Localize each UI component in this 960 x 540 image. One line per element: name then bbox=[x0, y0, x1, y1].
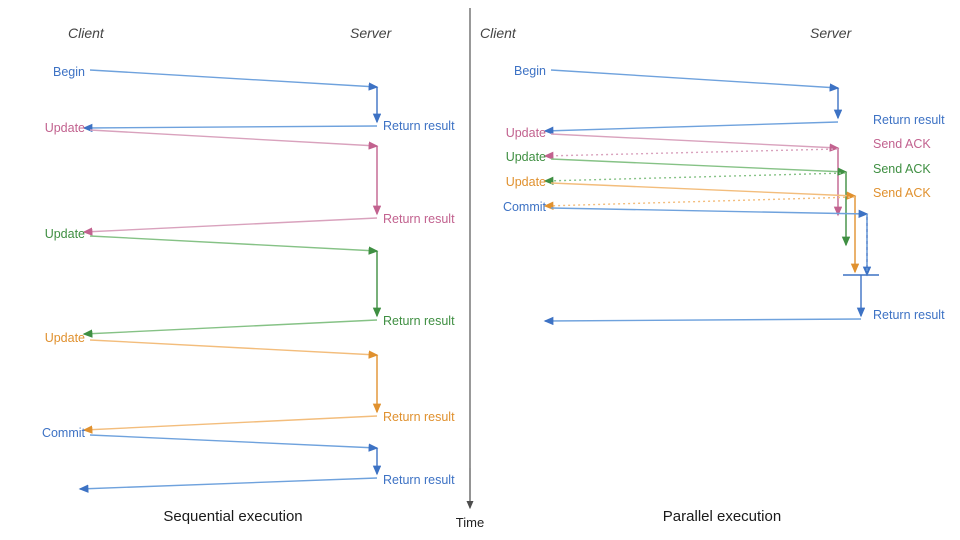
parallel-client-label-update-1: Update bbox=[506, 126, 546, 140]
response-arrow-sequential-blue-4 bbox=[78, 477, 378, 493]
parallel-server-label-return-result-4: Return result bbox=[873, 308, 945, 322]
sequential-server-label-return-result-3: Return result bbox=[383, 410, 455, 424]
request-arrow-sequential-green-2 bbox=[89, 235, 379, 255]
sequential-client-label-update-2: Update bbox=[45, 227, 85, 241]
response-arrow-sequential-orange-3 bbox=[82, 415, 378, 434]
request-arrow-parallel-green-2 bbox=[550, 158, 848, 176]
ack-arrow-parallel-pink-1 bbox=[543, 148, 839, 160]
request-arrow-parallel-orange-3 bbox=[550, 182, 857, 200]
request-arrow-sequential-orange-3 bbox=[89, 339, 379, 359]
sequential-client-label-update-3: Update bbox=[45, 331, 85, 345]
lane-title-client-sequential: Client bbox=[68, 25, 105, 41]
flow-layer bbox=[78, 69, 879, 493]
sequential-server-label-return-result-0: Return result bbox=[383, 119, 455, 133]
parallel-client-label-begin-0: Begin bbox=[514, 64, 546, 78]
sequential-client-label-update-1: Update bbox=[45, 121, 85, 135]
parallel-server-label-send-ack-2: Send ACK bbox=[873, 162, 931, 176]
request-arrow-parallel-blue-0 bbox=[550, 69, 840, 92]
final-response-parallel-blue-4 bbox=[543, 316, 862, 326]
parallel-server-label-return-result-0: Return result bbox=[873, 113, 945, 127]
response-arrow-sequential-green-2 bbox=[82, 319, 378, 338]
lane-title-server-parallel: Server bbox=[810, 25, 853, 41]
ack-arrow-parallel-green-2 bbox=[543, 172, 847, 185]
lane-title-client-parallel: Client bbox=[480, 25, 517, 41]
parallel-client-label-update-3: Update bbox=[506, 175, 546, 189]
caption-parallel: Parallel execution bbox=[663, 508, 781, 525]
request-arrow-sequential-blue-4 bbox=[89, 434, 379, 452]
parallel-server-label-send-ack-3: Send ACK bbox=[873, 186, 931, 200]
response-arrow-sequential-pink-1 bbox=[82, 217, 378, 236]
request-arrow-sequential-blue-0 bbox=[89, 69, 379, 91]
request-arrow-parallel-blue-4 bbox=[550, 207, 869, 219]
parallel-client-label-update-2: Update bbox=[506, 150, 546, 164]
response-arrow-sequential-blue-0 bbox=[82, 123, 378, 133]
parallel-client-label-commit-4: Commit bbox=[503, 200, 547, 214]
sequential-server-label-return-result-4: Return result bbox=[383, 473, 455, 487]
request-arrow-parallel-pink-1 bbox=[550, 133, 840, 152]
response-arrow-parallel-blue-0 bbox=[543, 121, 839, 135]
parallel-server-label-send-ack-1: Send ACK bbox=[873, 137, 931, 151]
time-axis-label: Time bbox=[456, 515, 484, 530]
caption-sequential: Sequential execution bbox=[163, 508, 302, 525]
sequential-client-label-commit-4: Commit bbox=[42, 426, 86, 440]
lane-title-server-sequential: Server bbox=[350, 25, 393, 41]
sequential-server-label-return-result-1: Return result bbox=[383, 212, 455, 226]
sequential-client-label-begin-0: Begin bbox=[53, 65, 85, 79]
ack-arrow-parallel-orange-3 bbox=[543, 196, 856, 210]
sequential-server-label-return-result-2: Return result bbox=[383, 314, 455, 328]
request-arrow-sequential-pink-1 bbox=[89, 129, 379, 150]
